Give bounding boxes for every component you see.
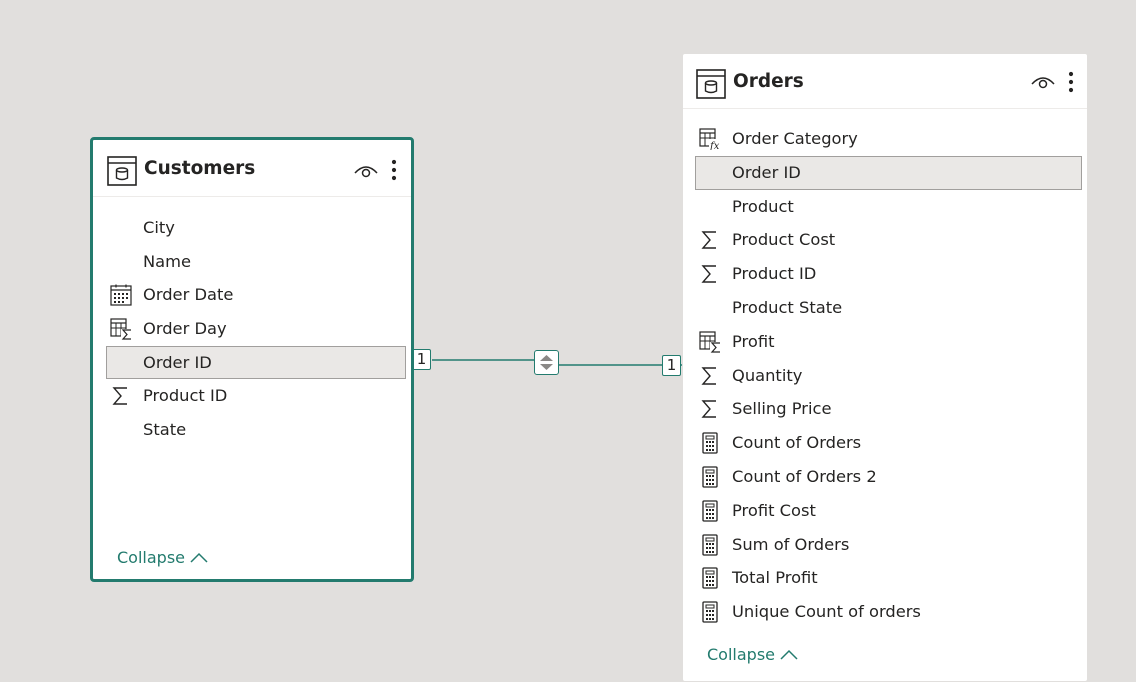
field-row-product[interactable]: Product xyxy=(695,190,1082,224)
field-row-selling-price[interactable]: Selling Price xyxy=(695,392,1082,426)
fx-column-icon: fx xyxy=(699,128,721,152)
sigma-icon xyxy=(699,365,721,387)
right-cardinality-label: 1 xyxy=(662,355,681,376)
measure-icon xyxy=(699,601,721,623)
field-row-name[interactable]: Name xyxy=(106,245,406,279)
field-label: City xyxy=(143,218,175,237)
field-label: Name xyxy=(143,251,192,271)
collapse-label: Collapse xyxy=(707,645,775,664)
field-label: Order ID xyxy=(143,352,212,372)
sigma-icon xyxy=(699,229,721,251)
field-row-sum-of-orders[interactable]: Sum of Orders xyxy=(695,528,1082,562)
field-row-product-id[interactable]: Product ID xyxy=(106,379,406,413)
field-label: Profit Cost xyxy=(732,500,816,520)
table-title: Customers xyxy=(144,158,256,179)
field-label: Quantity xyxy=(732,365,803,385)
field-label: Order Day xyxy=(143,319,227,339)
field-label: Order Date xyxy=(143,285,234,305)
table-icon xyxy=(107,156,137,186)
table-icon xyxy=(696,69,726,99)
field-row-order-id[interactable]: Order ID xyxy=(695,155,1082,190)
sigma-icon xyxy=(699,263,721,285)
field-row-city[interactable]: City xyxy=(106,211,406,245)
more-options-icon[interactable] xyxy=(1068,71,1074,93)
field-label: Count of Orders 2 xyxy=(732,466,877,486)
measure-icon xyxy=(699,432,721,454)
orders-table-header: Orders xyxy=(683,54,1087,109)
more-options-icon[interactable] xyxy=(391,159,397,181)
field-label: Order Category xyxy=(732,129,858,148)
field-label: State xyxy=(143,420,187,440)
field-row-count-of-orders[interactable]: Count of Orders xyxy=(695,426,1082,460)
customers-table-header: Customers xyxy=(93,140,411,197)
measure-icon xyxy=(699,466,721,488)
field-row-order-date[interactable]: Order Date xyxy=(106,278,406,312)
field-row-product-id[interactable]: Product ID xyxy=(695,257,1082,291)
collapse-label: Collapse xyxy=(117,548,185,567)
collapse-button[interactable]: Collapse xyxy=(707,645,798,664)
field-label: Sum of Orders xyxy=(732,534,850,554)
field-row-unique-count-of-orders[interactable]: Unique Count of orders xyxy=(695,595,1082,629)
field-row-state[interactable]: State xyxy=(106,413,406,447)
field-row-order-category[interactable]: fx Order Category xyxy=(695,122,1082,156)
field-row-profit[interactable]: Profit xyxy=(695,325,1082,359)
field-label: Unique Count of orders xyxy=(732,602,921,622)
sigma-icon xyxy=(699,398,721,420)
field-row-order-day[interactable]: Order Day xyxy=(106,312,406,346)
field-row-profit-cost[interactable]: Profit Cost xyxy=(695,494,1082,528)
field-label: Order ID xyxy=(732,162,801,182)
calculated-column-icon xyxy=(699,331,721,353)
sigma-icon xyxy=(110,385,132,407)
svg-text:fx: fx xyxy=(709,141,720,150)
measure-icon xyxy=(699,567,721,590)
field-label: Product ID xyxy=(143,386,228,406)
field-label: Profit xyxy=(732,331,775,351)
eye-icon[interactable] xyxy=(1031,74,1055,90)
field-label: Selling Price xyxy=(732,399,832,419)
field-row-quantity[interactable]: Quantity xyxy=(695,359,1082,393)
collapse-button[interactable]: Collapse xyxy=(117,548,208,567)
field-label: Product State xyxy=(732,297,843,317)
field-row-total-profit[interactable]: Total Profit xyxy=(695,561,1082,595)
field-label: Product Cost xyxy=(732,230,836,250)
chevron-up-icon xyxy=(780,649,798,660)
calculated-column-icon xyxy=(110,318,132,341)
field-label: Count of Orders xyxy=(732,433,862,453)
field-label: Total Profit xyxy=(732,568,818,588)
table-title: Orders xyxy=(733,71,804,92)
calendar-icon xyxy=(110,284,132,306)
field-row-order-id[interactable]: Order ID xyxy=(106,345,406,380)
field-row-product-cost[interactable]: Product Cost xyxy=(695,223,1082,257)
field-label: Product ID xyxy=(732,264,817,284)
chevron-up-icon xyxy=(190,552,208,563)
field-row-product-state[interactable]: Product State xyxy=(695,291,1082,325)
measure-icon xyxy=(699,533,721,556)
measure-icon xyxy=(699,500,721,522)
left-cardinality-label: 1 xyxy=(412,349,431,370)
cross-filter-direction-icon[interactable] xyxy=(534,350,559,375)
field-label: Product xyxy=(732,196,794,216)
field-row-count-of-orders-2[interactable]: Count of Orders 2 xyxy=(695,460,1082,494)
eye-icon[interactable] xyxy=(354,163,378,179)
